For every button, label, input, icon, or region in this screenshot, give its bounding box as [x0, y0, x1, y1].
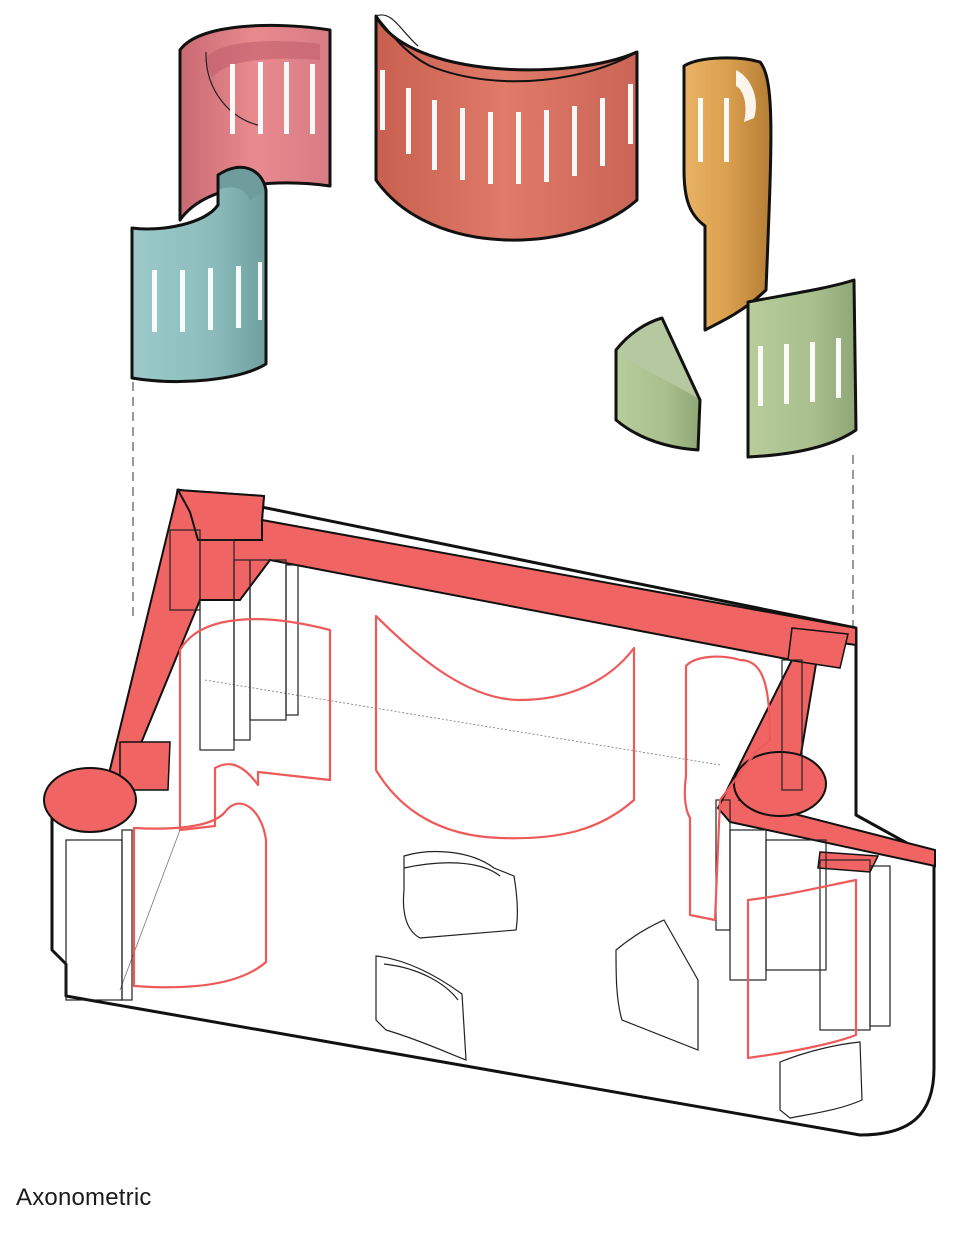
sage-wall-footprint — [746, 878, 858, 1060]
projection-lines — [132, 382, 854, 630]
furniture-pieces — [375, 850, 863, 1119]
salmon-wall-windows — [380, 70, 633, 184]
pink-wall-windows — [230, 62, 315, 134]
left-pillars — [65, 529, 299, 1001]
blue-curved-wall — [130, 165, 268, 383]
sage-half-disc — [614, 316, 702, 452]
pink-wall-footprint — [178, 618, 332, 832]
blue-wall-windows — [152, 262, 262, 332]
right-round-column — [733, 751, 827, 817]
salmon-curved-wall — [374, 14, 639, 242]
left-round-column — [43, 767, 137, 833]
sage-wall-windows — [758, 338, 841, 406]
orange-wall-windows — [698, 98, 729, 162]
blue-wall-footprint — [132, 802, 268, 989]
caption-label: Axonometric — [16, 1184, 152, 1211]
orange-curved-wall — [682, 56, 773, 332]
right-pillars — [715, 659, 891, 1031]
sage-curved-wall — [746, 278, 858, 459]
axonometric-drawing — [43, 14, 936, 1137]
orange-wall-footprint — [683, 655, 772, 922]
room-base-with-red-walls — [43, 488, 936, 1137]
pink-curved-wall — [178, 23, 332, 222]
salmon-wall-footprint — [374, 614, 636, 840]
